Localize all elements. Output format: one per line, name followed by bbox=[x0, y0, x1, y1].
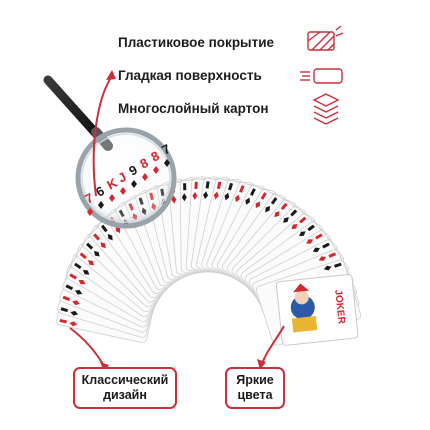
plastic-coating-icon bbox=[307, 25, 344, 51]
suit-icon bbox=[142, 173, 148, 181]
bright-colors-frame bbox=[225, 367, 285, 409]
suit-icon bbox=[153, 166, 159, 174]
joker-label: JOKER bbox=[332, 289, 347, 325]
layered-cardboard-icon bbox=[312, 93, 340, 125]
classic-design-frame bbox=[73, 367, 177, 409]
feature-arrow bbox=[92, 75, 113, 197]
suit-icon bbox=[109, 194, 115, 202]
classic-design-line2: дизайн bbox=[103, 388, 147, 402]
bright-colors-arrow bbox=[261, 325, 285, 365]
card-fan bbox=[56, 176, 362, 346]
feature-smooth-surface: Гладкая поверхность bbox=[118, 68, 262, 83]
suit-icon bbox=[98, 201, 104, 209]
bright-colors-line2: цвета bbox=[237, 388, 273, 402]
bright-colors-callout: Яркие цвета bbox=[226, 373, 284, 403]
suit-icon bbox=[87, 208, 93, 216]
feature-layered-cardboard: Многослойный картон bbox=[118, 101, 269, 116]
classic-design-line1: Классический bbox=[81, 373, 169, 387]
suit-icon bbox=[131, 180, 137, 188]
suit-icon bbox=[120, 187, 126, 195]
arrowhead-icon bbox=[106, 70, 116, 80]
feature-plastic-coating: Пластиковое покрытие bbox=[118, 35, 275, 50]
classic-design-callout: Классический дизайн bbox=[74, 373, 176, 403]
joker-card: JOKER bbox=[275, 273, 359, 346]
smooth-surface-icon bbox=[300, 68, 343, 84]
suit-icon bbox=[164, 159, 170, 167]
classic-design-arrow bbox=[69, 327, 105, 367]
bright-colors-line1: Яркие bbox=[236, 373, 274, 387]
